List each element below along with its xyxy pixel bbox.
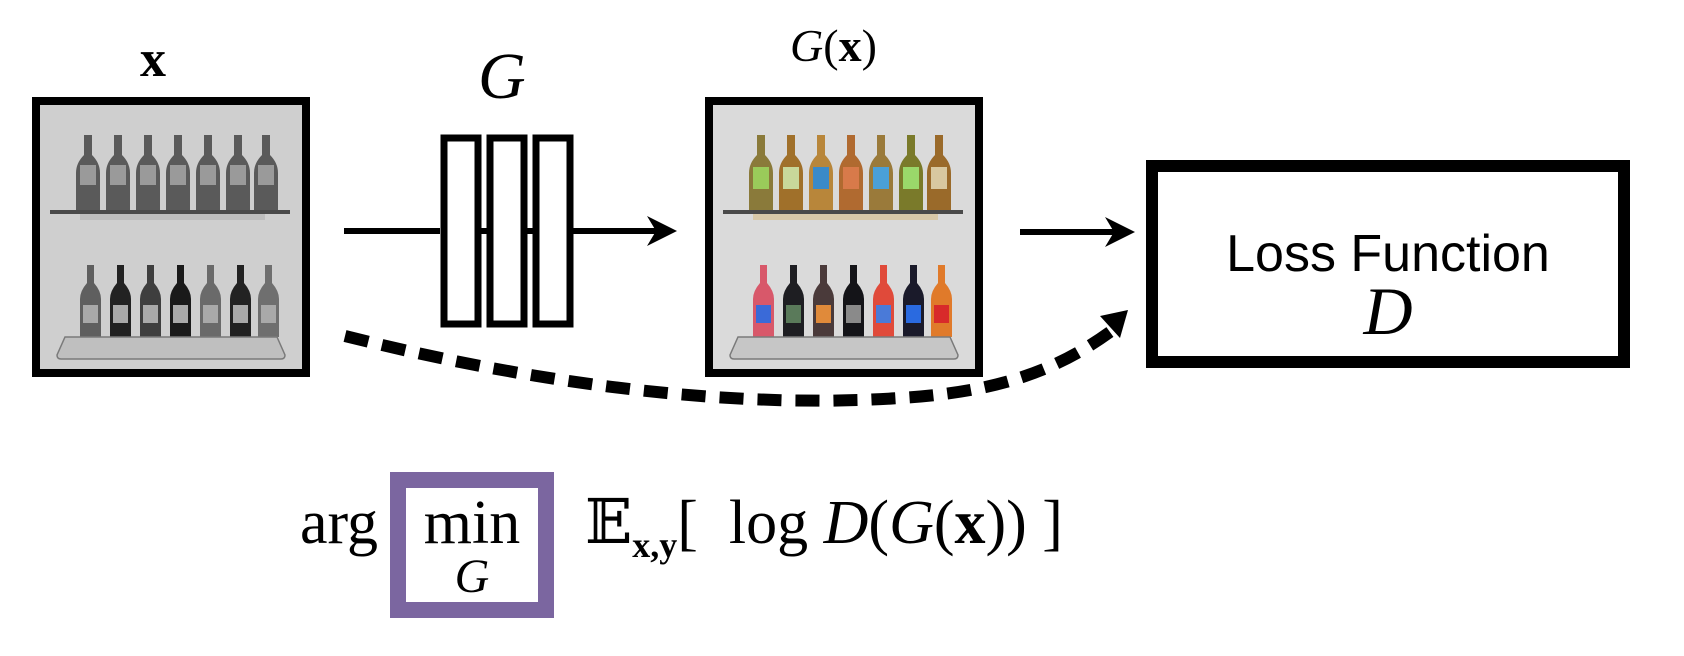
- formula-prefix: arg: [300, 489, 379, 557]
- bottom-shelf: [56, 336, 286, 360]
- bottles-colorized-photo: [713, 105, 975, 369]
- top-row-labels: [753, 167, 947, 189]
- argmin-highlight-box: min G: [390, 472, 554, 618]
- input-label: x: [140, 31, 166, 88]
- generator-label: G: [478, 40, 526, 113]
- top-row-labels: [80, 165, 274, 185]
- generator-block-2: [486, 134, 528, 328]
- min-subscript: G: [454, 550, 490, 603]
- expectation-symbol: 𝔼: [585, 489, 633, 557]
- loss-function-title: Loss Function: [1226, 225, 1550, 283]
- bottom-row-labels: [756, 305, 949, 323]
- output-image: [705, 97, 983, 377]
- loss-function-symbol: D: [1363, 273, 1413, 349]
- dashed-input-to-loss-curve: [343, 321, 1122, 407]
- bottom-shelf: [729, 336, 959, 360]
- top-shelf: [50, 210, 290, 220]
- generator-blocks: [440, 134, 574, 328]
- dashed-arrowhead-icon: [1100, 310, 1128, 338]
- bottom-row-labels: [83, 305, 276, 323]
- generator-block-1: [440, 134, 482, 328]
- expectation-subscript: x,y: [632, 525, 678, 565]
- input-image: [32, 97, 310, 377]
- output-label: G(x): [790, 20, 877, 71]
- bottles-grayscale-photo: [40, 105, 302, 369]
- expectation-body: [ log D(G(x)) ]: [677, 489, 1063, 557]
- generator-block-3: [532, 134, 574, 328]
- top-shelf: [723, 210, 963, 214]
- loss-function-box: Loss Function D: [1146, 160, 1630, 368]
- expectation-expression: 𝔼x,y[ log D(G(x)) ]: [585, 488, 1063, 580]
- min-operator: min: [423, 489, 521, 557]
